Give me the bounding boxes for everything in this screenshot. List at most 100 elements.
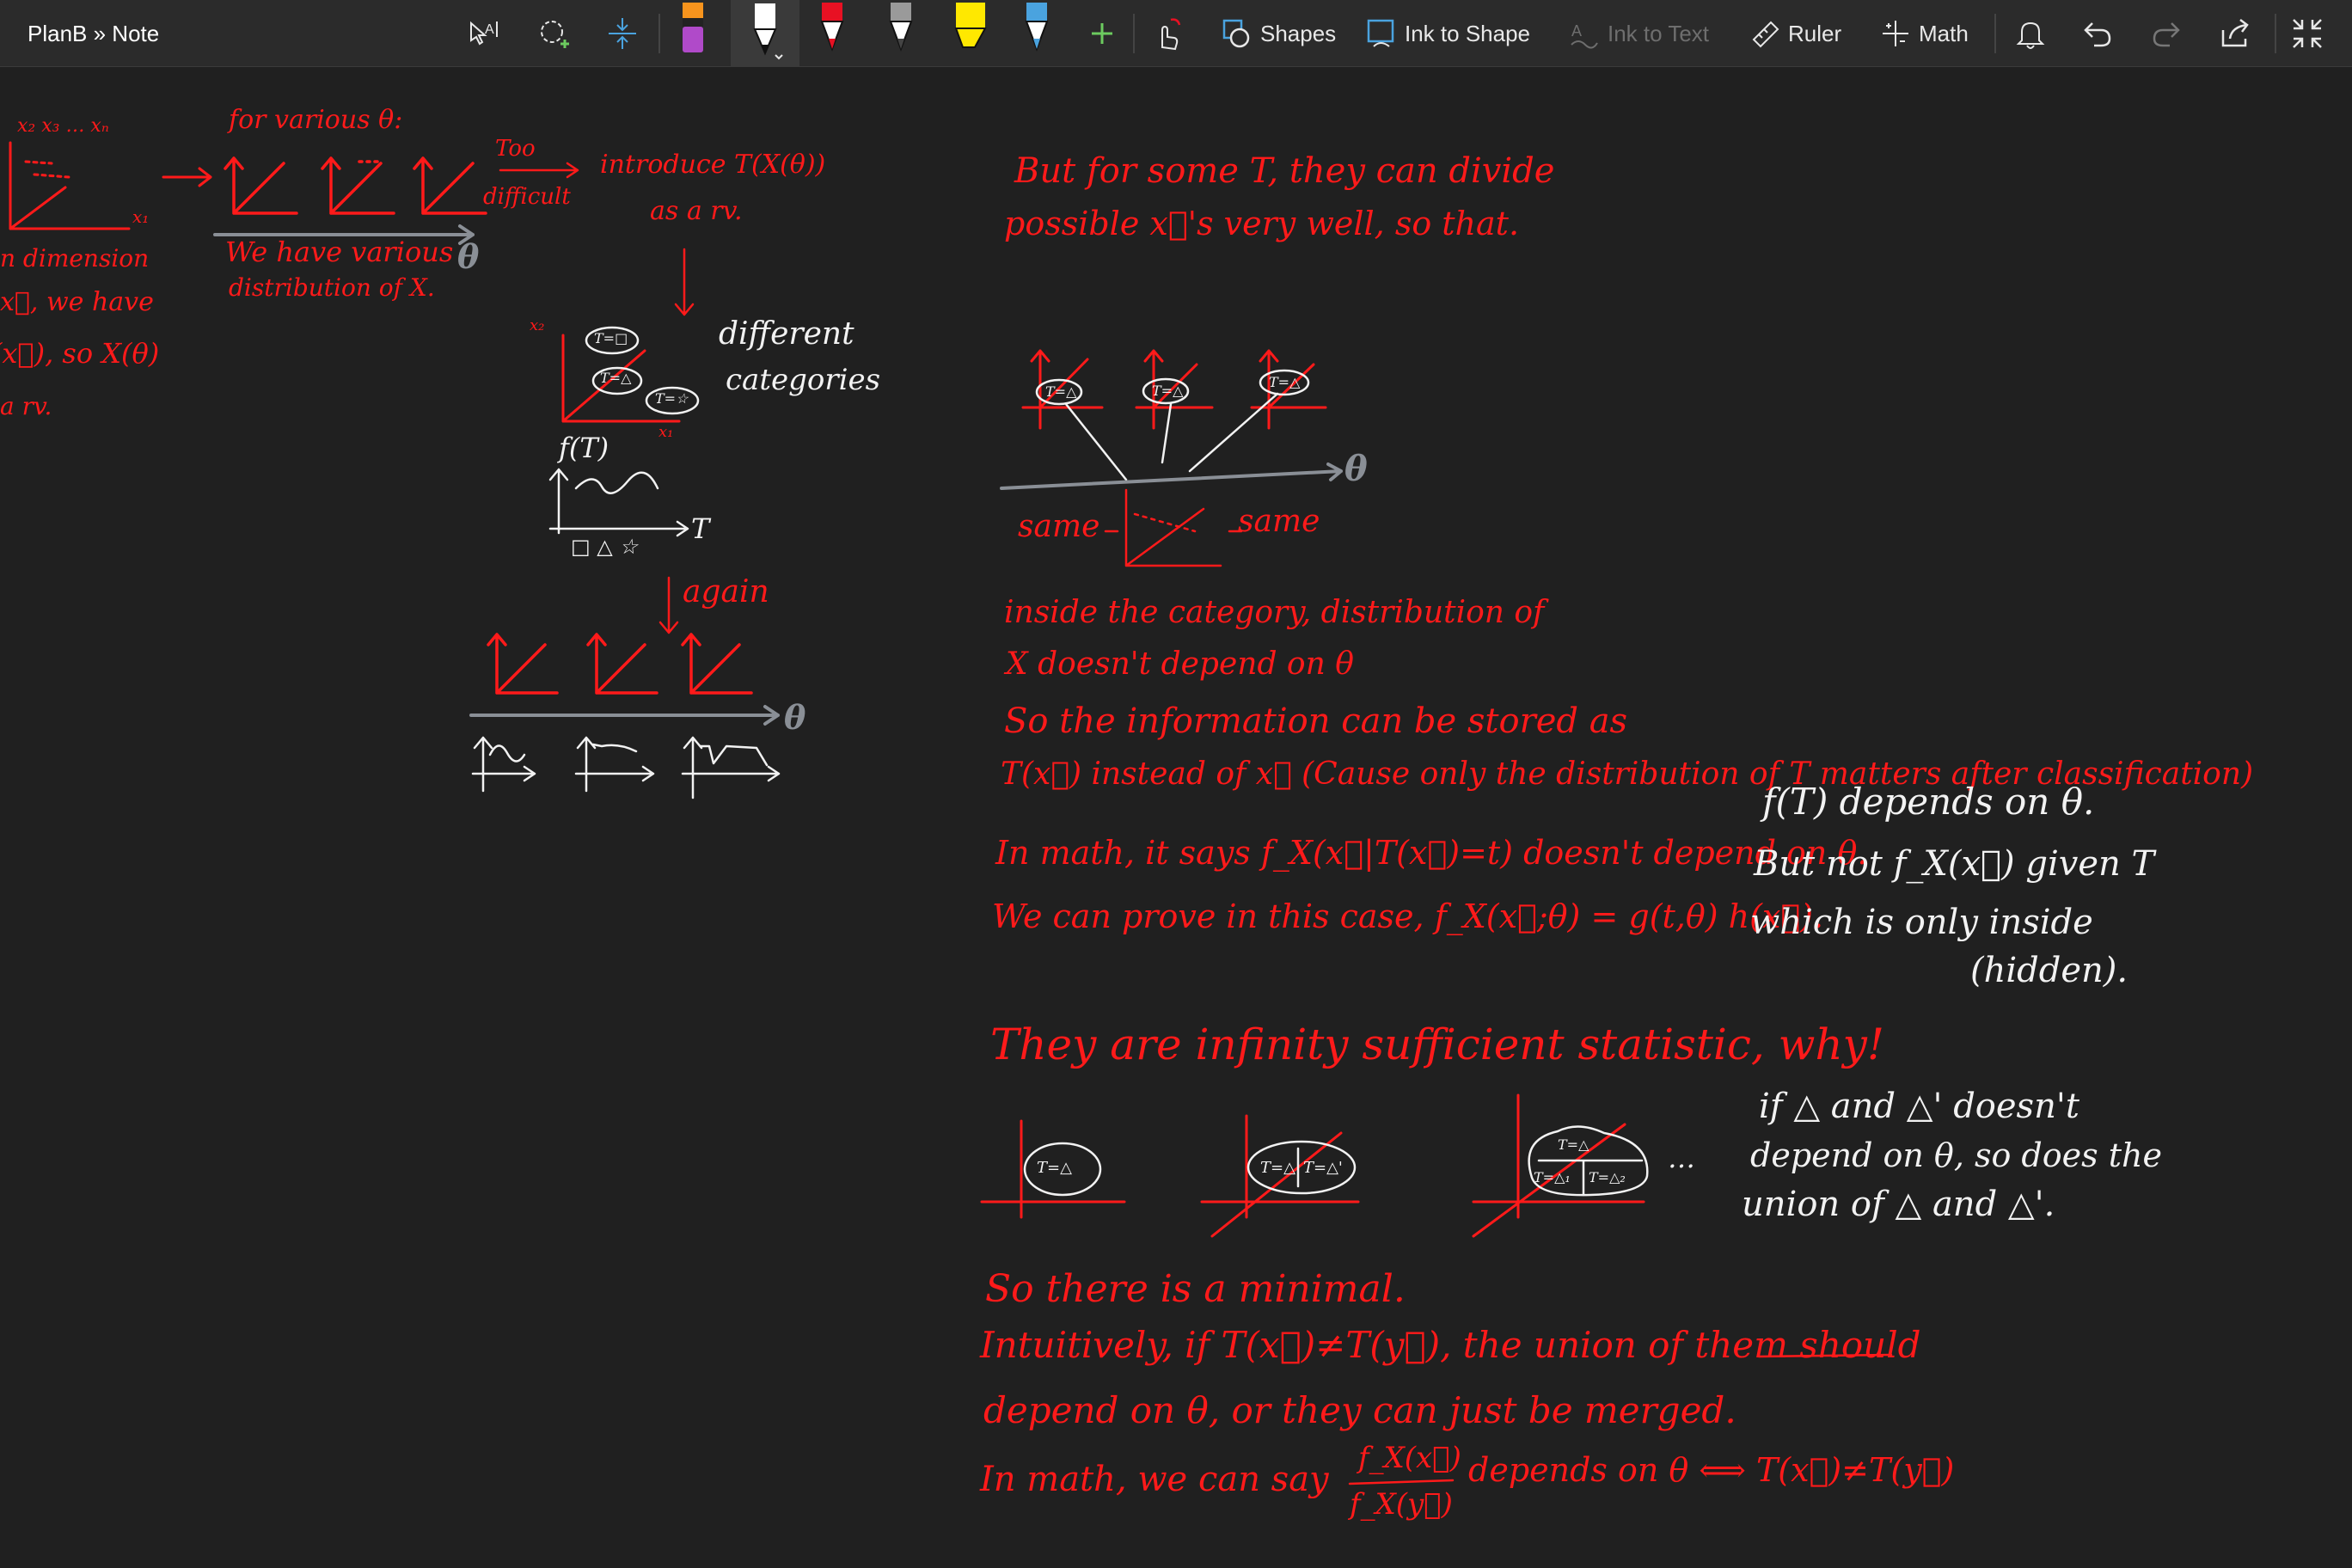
theta-label-3: θ — [1344, 449, 1368, 489]
add-pen-icon[interactable] — [1085, 9, 1119, 58]
distribution-of-x-text: distribution of X. — [229, 273, 435, 302]
union-line-2: depend on θ, so does the — [1750, 1136, 2162, 1174]
replay-bell-icon[interactable] — [2013, 9, 2048, 58]
touch-writing-icon[interactable] — [1148, 9, 1186, 58]
sufficient-ovals — [1023, 1125, 1649, 1197]
for-various-text: for various θ: — [229, 105, 403, 135]
toolbar-separator — [1994, 14, 1996, 53]
add-space-icon[interactable] — [603, 9, 641, 58]
shapes-icon — [1222, 19, 1250, 48]
k-plots-bottom — [487, 633, 753, 695]
f-of-t-label: f(T) — [559, 432, 609, 464]
side-note-line-3: which is only inside — [1750, 903, 2093, 942]
side-note-line-4: (hidden). — [1970, 951, 2128, 990]
box-3b-label: T=△₁ — [1534, 1169, 1571, 1185]
as-a-rv-text: as a rv. — [650, 196, 743, 226]
ink-canvas[interactable]: x₂ x₃ … xₙ x₁ n dimension x⃗, we have f(… — [0, 67, 2352, 1568]
text-line-10: So there is a minimal. — [985, 1267, 1406, 1311]
union-line-1: if △ and △' doesn't — [1759, 1087, 2079, 1126]
text-line-11: Intuitively, if T(x⃗)≠T(y⃗), the union o… — [980, 1324, 1921, 1366]
text-line-13b: depends on θ ⟺ T(x⃗)≠T(y⃗) — [1468, 1451, 1955, 1489]
shapes-button[interactable]: Shapes — [1221, 9, 1336, 58]
right-k-ovals — [1035, 369, 1310, 481]
again-text: again — [683, 574, 769, 609]
category-axes — [561, 334, 681, 423]
same-right-text: same — [1238, 504, 1320, 539]
math-icon — [1883, 21, 1908, 46]
difficult-text: difficult — [483, 184, 571, 210]
side-note-line-1: f(T) depends on θ. — [1762, 781, 2095, 823]
t-axis-label: T — [691, 512, 710, 545]
math-button[interactable]: Math — [1879, 9, 1969, 58]
text-line-6: T(x⃗) instead of x⃗ (Cause only the dist… — [1001, 756, 2254, 792]
orange-purple-pen-icon[interactable] — [674, 0, 712, 60]
different-text: different — [719, 316, 854, 352]
category-2-label: T=△ — [600, 370, 632, 386]
ink-to-shape-button[interactable]: Ink to Shape — [1365, 9, 1530, 58]
text-line-7: In math, it says f_X(x⃗|T(x⃗)=t) doesn't… — [995, 834, 1868, 872]
text-line-4: X doesn't depend on θ — [1006, 646, 1354, 682]
svg-text:A: A — [485, 22, 494, 37]
toolbar-separator — [658, 14, 660, 53]
categories-text: categories — [726, 363, 881, 397]
union-line-3: union of △ and △'. — [1742, 1185, 2055, 1224]
dimension-line-2: x⃗, we have — [0, 287, 154, 317]
white-pen-icon[interactable] — [731, 0, 799, 67]
cluster-3-label: T=△ — [1269, 374, 1301, 390]
ruler-button[interactable]: Ruler — [1749, 9, 1841, 58]
k-plots-top — [224, 156, 487, 215]
red-pen-icon[interactable] — [813, 0, 851, 60]
text-line-5: So the information can be stored as — [1004, 701, 1628, 741]
gray-pen-icon[interactable] — [882, 0, 920, 60]
same-left-text: same — [1018, 509, 1100, 544]
ink-drawings — [9, 141, 1893, 1485]
sufficient-plots — [980, 1093, 1645, 1238]
text-line-1: But for some T, they can divide — [1014, 151, 1555, 191]
category-3-label: T=☆ — [655, 390, 689, 407]
redo-icon[interactable] — [2149, 9, 2184, 58]
text-line-2: possible x⃗'s very well, so that. — [1004, 205, 1520, 242]
exit-full-screen-icon[interactable] — [2290, 9, 2324, 58]
lasso-select-text-icon[interactable]: A — [464, 9, 502, 58]
window-title: PlanB » Note — [28, 21, 160, 46]
right-k-plots — [1021, 349, 1327, 430]
dimension-line-4: a rv. — [0, 392, 52, 420]
theta-axis-2 — [469, 705, 780, 726]
x1-axis-label: x₁ — [658, 423, 674, 441]
axes-label: x₂ x₃ … xₙ — [17, 115, 109, 137]
introduce-text: introduce T(X(θ)) — [600, 150, 826, 180]
left-axes-drawing — [9, 141, 131, 230]
blue-pen-icon[interactable] — [1018, 0, 1056, 60]
t-ticks: □ △ ☆ — [571, 535, 638, 559]
theta-axis-3 — [1000, 462, 1343, 490]
lasso-add-icon[interactable] — [535, 9, 573, 58]
ellipsis: … — [1668, 1142, 1695, 1174]
svg-text:A: A — [1571, 22, 1582, 40]
we-have-various-text: We have various — [225, 236, 454, 268]
theta-label-2: θ — [784, 698, 806, 737]
cluster-1-label: T=△ — [1045, 383, 1077, 400]
text-line-13a: In math, we can say — [980, 1460, 1329, 1499]
share-icon[interactable] — [2218, 9, 2252, 58]
text-line-9: They are infinity sufficient statistic, … — [990, 1020, 1885, 1069]
box-3c-label: T=△₂ — [1589, 1169, 1626, 1185]
box-2a-label: T=△ — [1260, 1159, 1295, 1177]
undo-icon[interactable] — [2080, 9, 2115, 58]
shapes-label: Shapes — [1260, 20, 1337, 46]
ruler-icon — [1752, 21, 1779, 48]
category-1-label: T=□ — [594, 330, 628, 346]
theta-label-1: θ — [457, 237, 480, 276]
side-note-line-2: But not f_X(x⃗) given T — [1754, 844, 2155, 884]
x1-label: x₁ — [132, 206, 150, 227]
ink-to-text-button[interactable]: A Ink to Text — [1568, 9, 1709, 58]
ink-to-shape-label: Ink to Shape — [1405, 20, 1530, 46]
text-line-3: inside the category, distribution of — [1004, 595, 1545, 630]
dimension-line-1: n dimension — [0, 244, 150, 273]
fraction-denominator: f_X(y⃗) — [1350, 1487, 1453, 1522]
theta-axis-1 — [213, 224, 475, 245]
f-t-plot — [548, 468, 689, 537]
x2-axis-label: x₂ — [530, 316, 545, 334]
toolbar: PlanB » Note A Shapes Ink to Shape — [0, 0, 2352, 67]
yellow-highlighter-icon[interactable] — [949, 0, 992, 60]
arrow — [162, 167, 212, 187]
